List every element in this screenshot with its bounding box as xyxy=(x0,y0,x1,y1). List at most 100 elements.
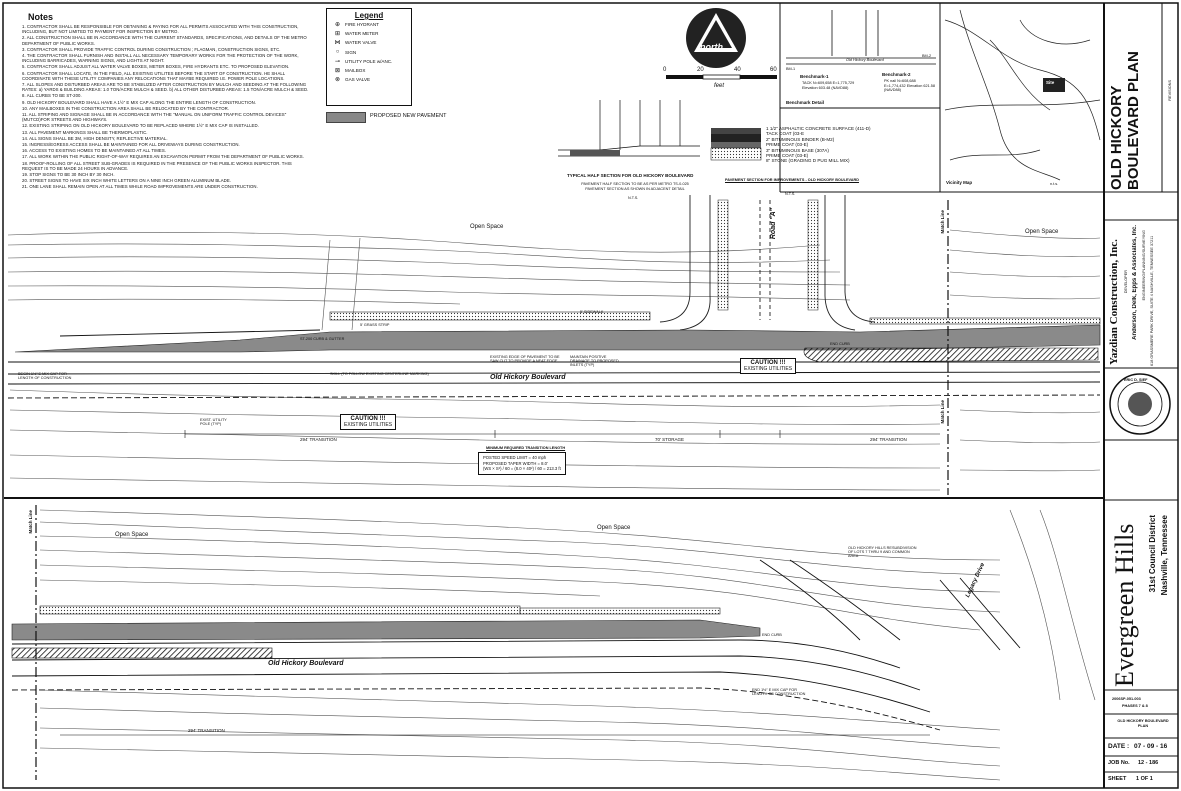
north-label: north xyxy=(700,42,723,52)
case-number: 2006SP-051-003 xyxy=(1112,697,1141,701)
notes-title: Notes xyxy=(28,12,54,22)
job-label: JOB No. xyxy=(1108,760,1130,766)
edge-note-top: EXISTING EDGE OF PAVEMENT TO BE SAW CUT … xyxy=(490,355,560,364)
developer-name: Yazdian Construction, Inc. xyxy=(1108,239,1120,365)
note-item: 10. ANY MAILBOXES IN THE CONSTRUCTION AR… xyxy=(22,105,230,111)
match-line-label-top: Match Line xyxy=(940,210,945,234)
pavement-layer-label: 8" STONE (GRADING D PUG MILL MIX) xyxy=(766,158,850,164)
benchmark-road-label: Old Hickory Boulevard xyxy=(846,58,884,62)
end-curb-label-top: END CURB xyxy=(830,342,850,346)
note-item: 6. CONTRACTOR SHALL LOCATE, IN THE FIELD… xyxy=(22,70,286,81)
project-name: Evergreen Hills xyxy=(1110,523,1139,687)
open-space-label-bottom-left: Open Space xyxy=(115,532,149,538)
legend-row: ○ SIGN xyxy=(327,48,411,57)
pavement-layers: 1 1/2" ASPHALTIC CONCRETE SURFACE (411-D… xyxy=(766,126,871,164)
pavement-layer-label: 3" BITUMINOUS BASE (307A) xyxy=(766,147,829,153)
engineer-subtitle: ENGINEERING/PLANNING/SURVEYING xyxy=(1142,230,1146,301)
inlet-note-top: MAINTAIN POSITIVE DRAINAGE TO PROPOSED I… xyxy=(570,355,619,368)
council-district: 31st Council District xyxy=(1148,515,1157,593)
legend-rows: ⊕FIRE HYDRANT⊞WATER METER⋈WATER VALVE○SI… xyxy=(327,20,411,84)
north-arrow-icon xyxy=(686,8,746,68)
note-item: 2. ALL CONSTRUCTION SHALL BE IN ACCORDAN… xyxy=(22,35,307,46)
vicinity-site-label: Site xyxy=(1046,80,1055,85)
scale-tick-20: 20 xyxy=(697,67,704,73)
developer-role: DEVELOPER xyxy=(1124,270,1128,294)
caution-text-right: EXISTING UTILITIES xyxy=(744,366,793,372)
note-item: 16. ACCESS TO EXISTING HOMES TO BE MAINT… xyxy=(22,148,166,154)
bm1-label: BM-1 xyxy=(786,67,796,71)
gas-valve-icon: ⊗ xyxy=(334,77,341,84)
road-label-top: Old Hickory Boulevard xyxy=(490,374,566,381)
subdivision-note: OLD HICKORY HILLS RESUBDIVISION OF LOTS … xyxy=(848,546,917,559)
pavement-title: PAVEMENT SECTION FOR IMPROVEMENTS - OLD … xyxy=(725,178,859,182)
note-item: 1. CONTRACTOR SHALL BE RESPONSIBLE FOR O… xyxy=(22,24,299,35)
date-label: DATE : xyxy=(1108,743,1130,750)
benchmark2-text: PK nail N=608,688 E=1,774,432 Elevation … xyxy=(884,79,935,92)
legend-label: WATER VALVE xyxy=(345,40,377,46)
skill-note-top: SKILL (TO FOLLOW EXISTING CENTERLINE MAR… xyxy=(330,372,429,376)
bm2-label: BM-2 xyxy=(922,54,932,58)
utility-pole-icon: ⊸ xyxy=(334,58,341,65)
calc-taper: PROPOSED TAPER WIDTH = 8.0' xyxy=(483,460,548,466)
match-line-label-bottom: Match Line xyxy=(28,510,33,534)
legend-label: WATER METER xyxy=(345,31,379,37)
legend-label: UTILITY POLE w/ANC. xyxy=(345,58,393,64)
storage-label: 70' STORAGE xyxy=(655,437,685,442)
fire-hydrant-icon: ⊕ xyxy=(334,22,341,29)
side-road-label: Road "A" xyxy=(770,208,777,240)
scale-unit: feet xyxy=(714,83,725,89)
legend-label: GAS VALVE xyxy=(345,77,371,83)
cap-note-top: BEGIN 1½" E MIX CAP FOR LENGTH OF CONSTR… xyxy=(18,372,72,381)
legend-row: ⊞ WATER METER xyxy=(327,29,411,38)
proposed-pavement-swatch xyxy=(326,112,366,123)
transition-right-label: 294' TRANSITION xyxy=(870,437,907,442)
caution-box-left: CAUTION !!! EXISTING UTILITIES xyxy=(340,414,397,430)
note-item: 20. STREET SIGNS TO HAVE SIX INCH WHITE … xyxy=(22,178,231,184)
legend-label: SIGN xyxy=(345,49,357,55)
note-item: 15. INGRESS/EGRESS ACCESS SHALL BE MAINT… xyxy=(22,142,240,148)
water-meter-icon: ⊞ xyxy=(334,31,341,38)
engineer-name: Anderson, Delk, Epps & Associates, Inc. xyxy=(1132,225,1138,340)
vicinity-map-title: Vicinity Map xyxy=(946,180,973,185)
sheet-number: 1 OF 1 xyxy=(1136,776,1153,782)
calc-formula: (WS × S²) / 60 = (8.0 × 40²) / 60 = 213.… xyxy=(483,466,561,471)
legend-title: Legend xyxy=(354,11,384,20)
pavement-layer-label: PRIME COAT (03-E) xyxy=(766,153,809,159)
proposed-pavement-label: PROPOSED NEW PAVEMENT xyxy=(370,113,447,119)
legend-label: MAILBOX xyxy=(345,68,366,74)
note-item: 12. EXISTING STRIPING ON OLD HICKORY BOU… xyxy=(22,123,259,129)
end-curb-label-bottom: END CURB xyxy=(762,633,782,637)
section-note: PAVEMENT HALF SECTION TO BE AS PER METRO… xyxy=(581,182,689,191)
legend-box: Legend ⊕FIRE HYDRANT⊞WATER METER⋈WATER V… xyxy=(326,8,412,106)
legend-label: FIRE HYDRANT xyxy=(345,22,379,28)
note-item: 18. PROOF-ROLLING OF ALL STREET SUB-GRAD… xyxy=(22,160,292,171)
note-item: 11. ALL STRIPING AND SIGNAGE SHALL BE IN… xyxy=(22,112,287,123)
legend-row: ⊕ FIRE HYDRANT xyxy=(327,20,411,29)
sign-icon: ○ xyxy=(335,49,340,56)
note-item: 4. THE CONTRACTOR SHALL FURNISH AND INST… xyxy=(22,53,299,64)
road-label-bottom: Old Hickory Boulevard xyxy=(268,660,344,667)
note-item: 3. CONTRACTOR SHALL PROVIDE TRAFFIC CONT… xyxy=(22,46,281,52)
utility-pole-note: EXIST. UTILITY POLE (TYP) xyxy=(200,418,227,427)
caution-box-right: CAUTION !!! EXISTING UTILITIES xyxy=(740,358,797,374)
job-number: 12 - 186 xyxy=(1138,760,1159,766)
curb-label: ST-200 CURB & GUTTER xyxy=(300,337,345,341)
scale-tick-0: 0 xyxy=(663,67,667,73)
note-item: 13. ALL PAVEMENT MARKINGS SHALL BE THERM… xyxy=(22,129,148,135)
scale-tick-40: 40 xyxy=(734,67,741,73)
benchmark-detail-title: Benchmark Detail xyxy=(786,100,825,105)
note-item: 17. ALL WORK WITHIN THE PUBLIC RIGHT-OF-… xyxy=(22,154,304,160)
caution-title: CAUTION !!! xyxy=(350,416,386,422)
benchmark2-title: Benchmark-2 xyxy=(882,72,911,77)
grass-strip-label: 5' GRASS STRIP xyxy=(360,323,390,327)
note-item: 8. ALL CURBS TO BE ST-200. xyxy=(22,93,82,99)
date-value: 07 - 09 - 16 xyxy=(1134,743,1168,750)
note-item: 19. STOP SIGNS TO BE 30 INCH BY 30 INCH. xyxy=(22,172,115,178)
note-item: 7. ALL SLOPES AND DISTURBED AREAS ARE TO… xyxy=(22,82,309,93)
open-space-label-top-left: Open Space xyxy=(470,224,504,230)
note-item: 21. ONE LANE SHALL REMAIN OPEN AT ALL TI… xyxy=(22,184,258,190)
calc-box: POSTED SPEED LIMIT = 40 mph PROPOSED TAP… xyxy=(478,452,566,475)
plan-title: OLD HICKORY BOULEVARD PLAN xyxy=(1108,51,1142,190)
note-item: 14. ALL SIGNS SHALL BE 3M, HIGH DENSITY,… xyxy=(22,135,168,141)
